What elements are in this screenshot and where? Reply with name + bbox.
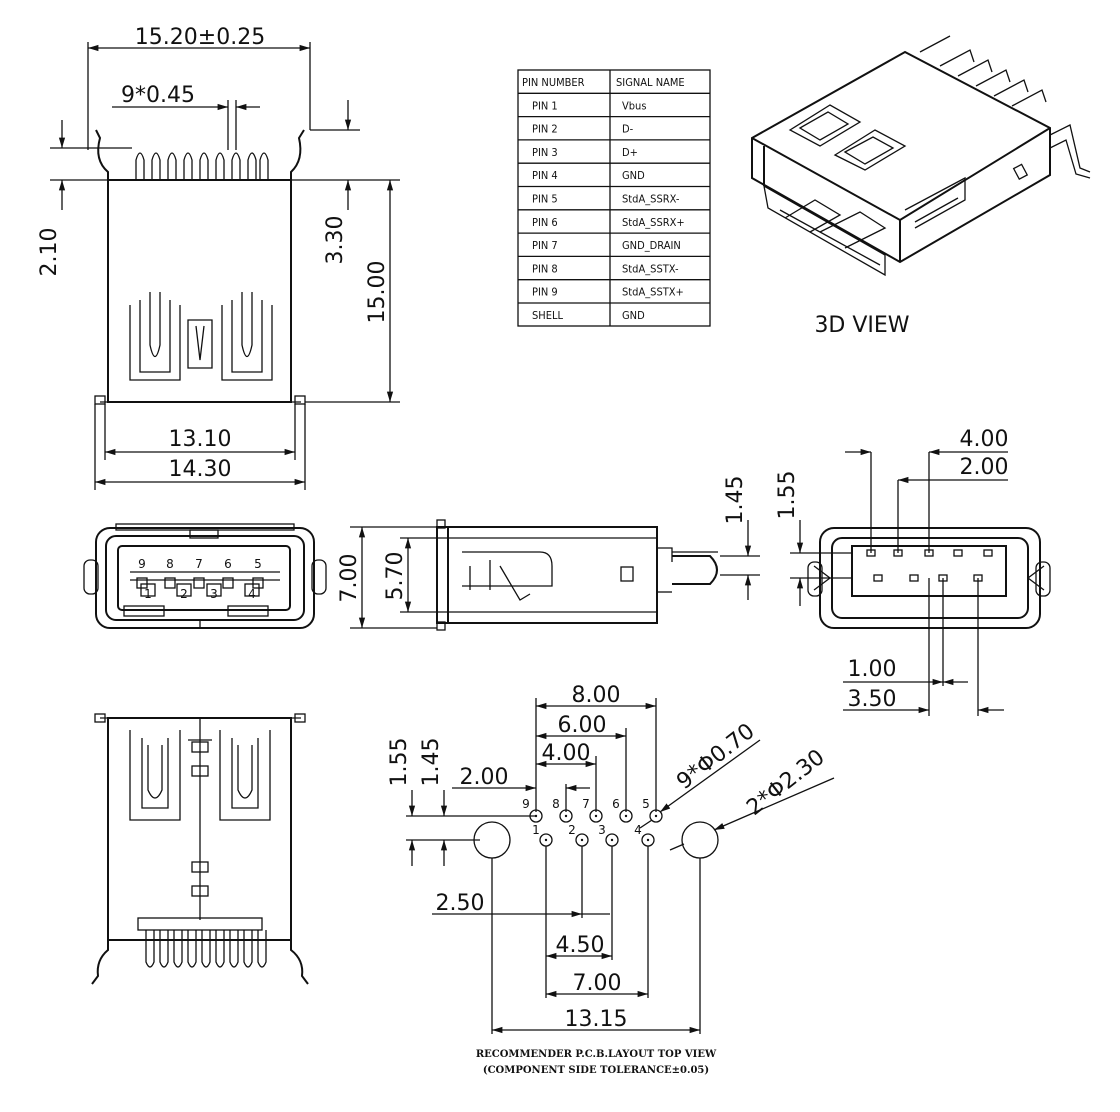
pin-table-signal-name: StdA_SSTX+	[622, 286, 684, 299]
dim-1-45-pcb: 1.45	[419, 738, 444, 787]
pin-table-signal-name: GND	[622, 169, 645, 182]
pcb-hole-label: 4	[634, 823, 642, 837]
dim-pin-width: 9*0.45	[121, 83, 195, 108]
top-view-body	[107, 179, 292, 403]
dim-15-00: 15.00	[365, 261, 390, 324]
pin-table-pin-number: SHELL	[532, 309, 563, 322]
hole-small-callout: 9*Φ0.70	[672, 719, 759, 795]
dim-1-00: 1.00	[848, 657, 897, 682]
front-view: 9 8 7 6 5 1 2 3 4	[83, 523, 327, 629]
pcb-hole-label: 9	[522, 797, 530, 811]
mounting-hole-right	[681, 821, 719, 859]
dim-13-10: 13.10	[169, 427, 232, 452]
pin-table-signal-name: StdA_SSRX+	[622, 216, 685, 229]
pin-table-header-signal: SIGNAL NAME	[616, 76, 685, 89]
dim-7-00-pcb: 7.00	[573, 971, 622, 996]
front-pin-label: 1	[144, 587, 152, 601]
dim-4-50: 4.50	[556, 933, 605, 958]
front-pin-label: 7	[195, 557, 203, 571]
dim-2-00-pcb: 2.00	[460, 765, 509, 790]
pin-table-signal-name: GND_DRAIN	[622, 239, 681, 252]
3d-view: 3D VIEW	[751, 35, 1091, 338]
dim-8-00: 8.00	[572, 683, 621, 708]
pcb-hole-label: 3	[598, 823, 606, 837]
dim-4-00-pcb: 4.00	[542, 741, 591, 766]
pin-table-pin-number: PIN 7	[532, 239, 558, 252]
pcb-hole-label: 8	[552, 797, 560, 811]
pcb-caption-tolerance: (COMPONENT SIDE TOLERANCE±0.05)	[483, 1065, 709, 1076]
dim-4-00-top: 4.00	[960, 427, 1009, 452]
top-view-pins	[135, 152, 269, 180]
3d-view-label: 3D VIEW	[814, 313, 909, 338]
top-view-latches	[129, 292, 273, 381]
pcb-caption-title: RECOMMENDER P.C.B.LAYOUT TOP VIEW	[476, 1049, 717, 1060]
pcb-holes: 9 8 7 6 5 1 2 3 4	[522, 797, 663, 847]
pin-table-signal-name: Vbus	[622, 99, 646, 112]
pin-table-signal-name: StdA_SSTX-	[622, 262, 679, 275]
front-view-pins: 9 8 7 6 5 1 2 3 4	[136, 557, 264, 601]
dim-5-70: 5.70	[383, 552, 408, 601]
pin-table-signal-name: StdA_SSRX-	[622, 193, 680, 206]
pcb-hole-label: 2	[568, 823, 576, 837]
hole-large-callout: 2*Φ2.30	[742, 745, 829, 821]
dim-1-45: 1.45	[723, 476, 748, 525]
bottom-view-pins	[145, 930, 267, 968]
dim-2-50: 2.50	[436, 891, 485, 916]
front-pin-label: 4	[248, 587, 256, 601]
pin-table-pin-number: PIN 5	[532, 193, 558, 206]
pin-table-pin-number: PIN 1	[532, 99, 558, 112]
front-pin-label: 2	[180, 587, 188, 601]
pin-table-signal-name: D+	[622, 146, 638, 159]
pcb-hole-label: 6	[612, 797, 620, 811]
dim-1-55: 1.55	[775, 471, 800, 520]
pin-table-pin-number: PIN 4	[532, 169, 558, 182]
dim-3-50: 3.50	[848, 687, 897, 712]
top-view: 15.20±0.25 9*0.45 2.10 3.30 15.00 13.10 …	[37, 25, 400, 490]
side-view: 7.00 5.70 1.45	[337, 476, 760, 631]
front-pin-label: 8	[166, 557, 174, 571]
pin-table-pin-number: PIN 9	[532, 286, 558, 299]
pin-table-pin-number: PIN 3	[532, 146, 558, 159]
pin-end-view: 1.55 4.00 2.00 1.00 3.50	[775, 427, 1051, 716]
pin-table-header-pin: PIN NUMBER	[522, 76, 585, 89]
pcb-hole-label: 1	[532, 823, 540, 837]
pin-table-signal-name: GND	[622, 309, 645, 322]
pin-table-signal-name: D-	[622, 123, 634, 136]
dim-2-00-top: 2.00	[960, 455, 1009, 480]
dim-13-15: 13.15	[565, 1007, 628, 1032]
front-pin-label: 6	[224, 557, 232, 571]
pcb-hole-label: 7	[582, 797, 590, 811]
side-view-body	[436, 526, 658, 624]
dim-1-55-pcb: 1.55	[387, 738, 412, 787]
front-pin-label: 3	[210, 587, 218, 601]
bottom-view	[91, 713, 309, 985]
pin-end-view-pins	[866, 549, 993, 582]
dim-2-10: 2.10	[37, 228, 62, 277]
pin-table-pin-number: PIN 8	[532, 262, 558, 275]
dim-14-30: 14.30	[169, 457, 232, 482]
front-view-outer	[95, 527, 315, 629]
pin-table-pin-number: PIN 6	[532, 216, 558, 229]
front-pin-label: 5	[254, 557, 262, 571]
dim-width-overall: 15.20±0.25	[135, 25, 265, 50]
dim-3-30: 3.30	[323, 216, 348, 265]
dim-6-00: 6.00	[558, 713, 607, 738]
dim-7-00: 7.00	[337, 554, 362, 603]
front-pin-label: 9	[138, 557, 146, 571]
pin-table-pin-number: PIN 2	[532, 123, 558, 136]
pcb-hole-label: 5	[642, 797, 650, 811]
